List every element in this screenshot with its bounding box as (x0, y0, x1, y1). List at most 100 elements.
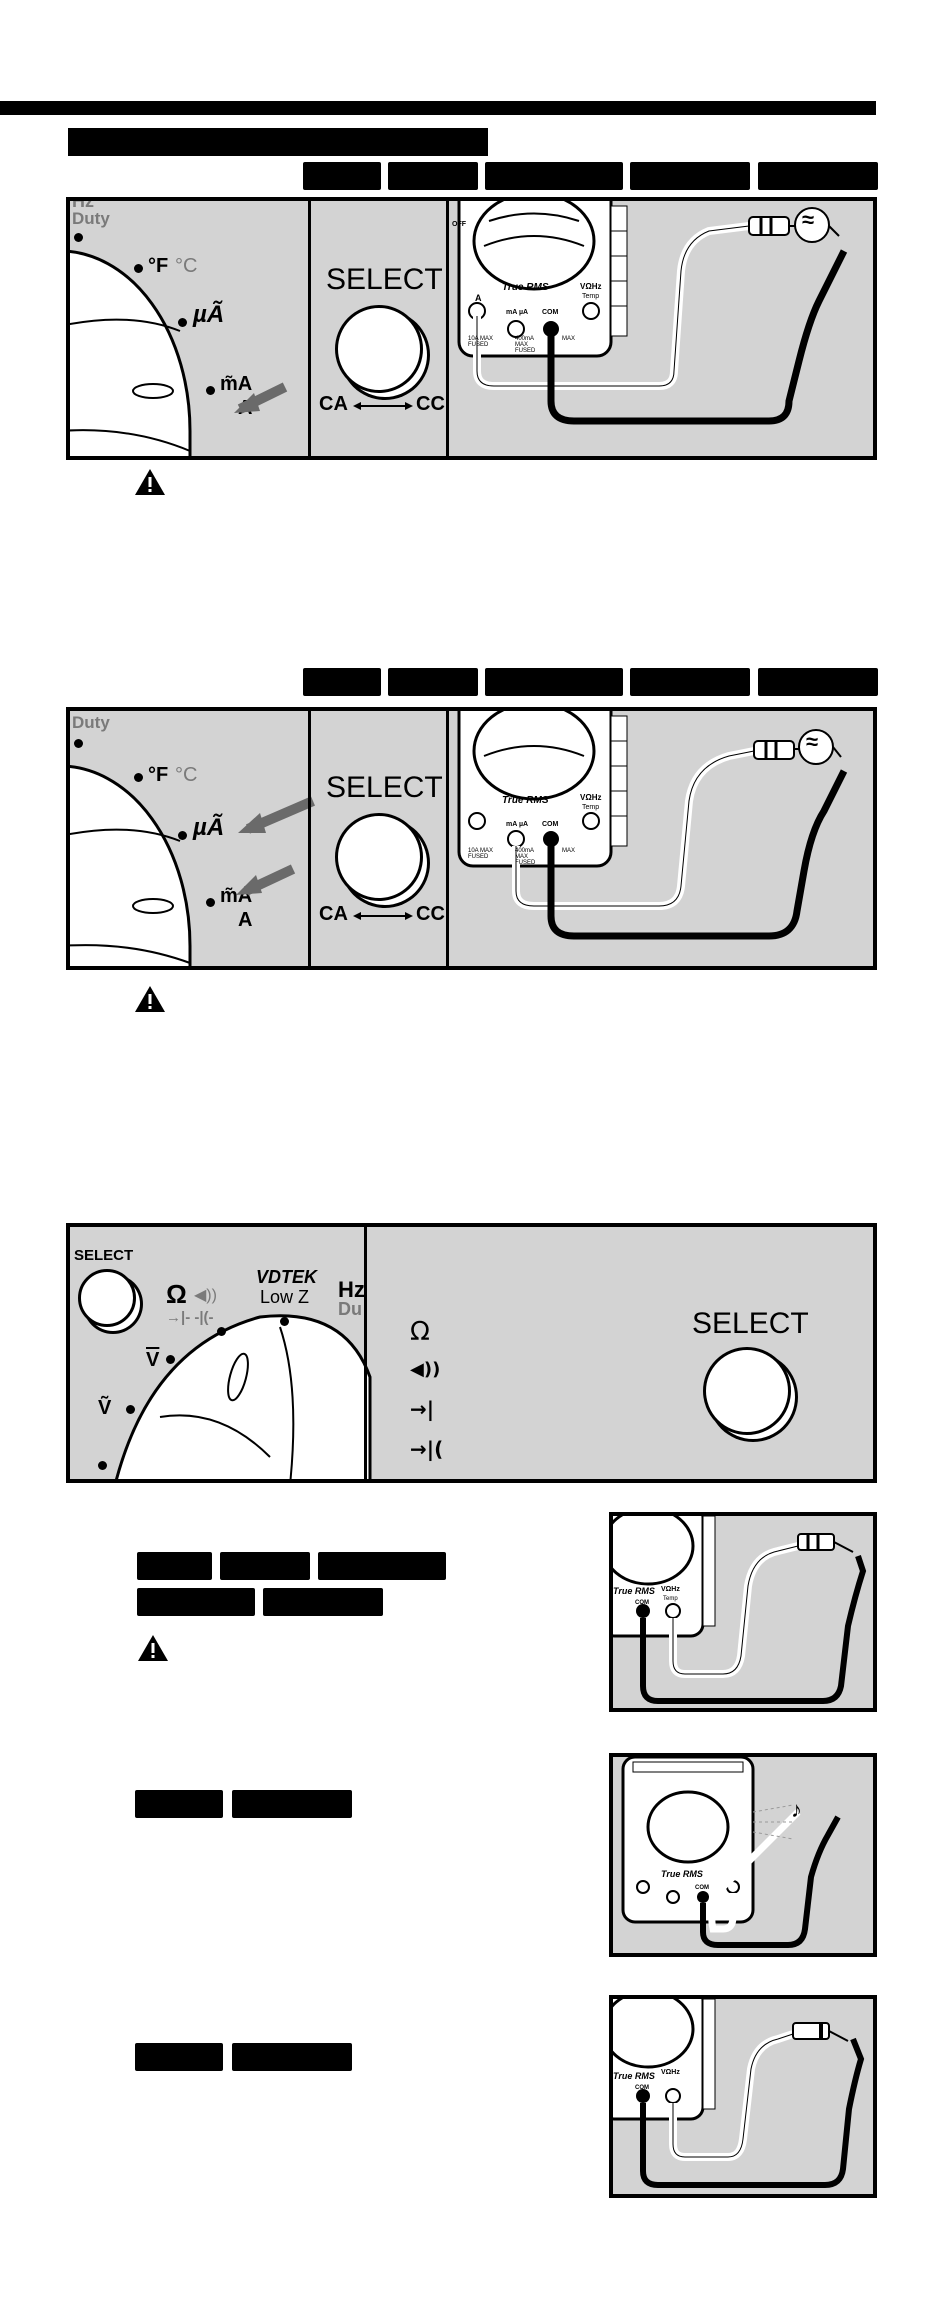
multimeter-graphic (621, 1757, 841, 1948)
panel-divider (446, 711, 449, 966)
tab-3[interactable] (485, 162, 623, 190)
tab-1[interactable] (135, 1790, 223, 1818)
meter-vohz: VΩHz (661, 1586, 680, 1593)
tab-4[interactable] (630, 668, 750, 696)
select-label: SELECT (326, 263, 443, 296)
label-micro-a: µÃ (193, 814, 225, 841)
rotary-dial-graphic (70, 765, 192, 966)
tab-2[interactable] (232, 2043, 352, 2071)
meter-vohz: VΩHz (661, 2069, 680, 2076)
warning-icon (138, 1635, 168, 1661)
meter-temp: Temp (582, 293, 600, 300)
capacitor-icon: →|( (410, 1437, 444, 1461)
select-button[interactable] (335, 305, 423, 393)
panel-divider (446, 201, 449, 456)
label-vdtek: VDTEK (256, 1267, 318, 1287)
tab-3[interactable] (485, 668, 623, 696)
meter-vohz: VΩHz (580, 793, 602, 802)
meter-true-rms: True RMS (502, 795, 549, 806)
panel-divider (308, 711, 311, 966)
resistance-mode-panel: SELECT Ω ◀)) →|- -|(- VDTEK Low Z Hz Du … (66, 1223, 877, 1483)
warning-icon (135, 986, 165, 1012)
ac-current-a-panel: Hz Duty °F °C µÃ m̃A A SELECT CA CC (66, 197, 877, 460)
meter-true-rms: True RMS (661, 1869, 703, 1879)
tab-5[interactable] (263, 1588, 383, 1616)
label-micro-a: µÃ (193, 301, 225, 328)
continuity-mode-icon: ◀)) (410, 1359, 441, 1380)
meter-max: MAX (562, 336, 576, 342)
tab-1[interactable] (303, 162, 381, 190)
diode-test-panel: True RMS COM VΩHz (609, 1995, 877, 2198)
dial-dot (217, 1327, 226, 1336)
label-lowz: Low Z (260, 1287, 310, 1307)
meter-temp: Temp (663, 1596, 678, 1602)
dial-dot (178, 318, 187, 327)
double-arrow-icon (353, 912, 413, 920)
tab-5[interactable] (758, 668, 878, 696)
dial-dot (74, 233, 83, 242)
multimeter-graphic (613, 1516, 867, 1704)
diode-capacitor-icon: →|- -|(- (166, 1309, 214, 1326)
dial-dot (74, 739, 83, 748)
label-hz: Hz (72, 197, 94, 211)
tab-2[interactable] (388, 668, 478, 696)
arrow-icon (238, 796, 315, 834)
label-cc: CC (416, 903, 445, 925)
continuity-icon: ◀)) (194, 1287, 217, 1304)
meter-fused-400: 400mA MAX FUSED (515, 848, 536, 866)
tab-1[interactable] (137, 1552, 212, 1580)
meter-true-rms: True RMS (613, 1586, 655, 1596)
dial-dot (178, 831, 187, 840)
dial-dot (98, 1461, 107, 1470)
label-deg-f: °F (148, 255, 169, 277)
resistance-test-panel: True RMS COM VΩHz Temp (609, 1512, 877, 1712)
label-duty: Duty (72, 713, 110, 732)
dial-dot (206, 386, 215, 395)
tab-2[interactable] (232, 1790, 352, 1818)
tab-3[interactable] (318, 1552, 446, 1580)
tab-4[interactable] (630, 162, 750, 190)
select-label: SELECT (692, 1307, 809, 1340)
tab-1[interactable] (135, 2043, 223, 2071)
tab-1[interactable] (303, 668, 381, 696)
diode-icon: →| (410, 1397, 435, 1421)
select-button[interactable] (703, 1347, 791, 1435)
select-small-button[interactable] (78, 1269, 136, 1327)
panel-divider (308, 201, 311, 456)
dial-dot (134, 264, 143, 273)
section-title-bar (68, 128, 488, 156)
select-label: SELECT (326, 771, 443, 804)
tab-2[interactable] (388, 162, 478, 190)
tab-2[interactable] (220, 1552, 310, 1580)
tab-5[interactable] (758, 162, 878, 190)
label-duty: Duty (72, 209, 110, 228)
label-deg-f: °F (148, 764, 169, 786)
select-button[interactable] (335, 813, 423, 901)
double-arrow-icon (353, 402, 413, 410)
meter-off: OFF (452, 221, 466, 228)
label-cc: CC (416, 393, 445, 415)
label-ohm: Ω (166, 1279, 187, 1309)
ohm-icon: Ω (410, 1317, 430, 1347)
arrow-icon (234, 382, 288, 414)
warning-icon (135, 469, 165, 495)
meter-fused-10a: 10A MAX FUSED (468, 336, 494, 348)
label-v-ac: Ṽ (98, 1397, 112, 1419)
label-amps: A (238, 909, 253, 931)
meter-a: A (475, 293, 482, 303)
continuity-test-panel: ♪ True RMS COM (609, 1753, 877, 1957)
music-note-icon: ♪ (791, 1797, 802, 1822)
tab-4[interactable] (137, 1588, 255, 1616)
dial-dot (126, 1405, 135, 1414)
rotary-dial-graphic (115, 1314, 372, 1479)
meter-ma-ua: mA µA (506, 821, 529, 828)
dial-dot (206, 898, 215, 907)
ac-current-ma-panel: Duty °F °C µÃ m̃A A SELECT CA CC (66, 707, 877, 970)
meter-true-rms: True RMS (613, 2071, 655, 2081)
dial-dot (280, 1317, 289, 1326)
ac-source-symbol: ≈ (806, 729, 819, 754)
panel-divider (364, 1227, 367, 1479)
label-ca: CA (319, 903, 348, 925)
multimeter-graphic (457, 201, 848, 425)
label-v-dc: V (146, 1349, 160, 1371)
